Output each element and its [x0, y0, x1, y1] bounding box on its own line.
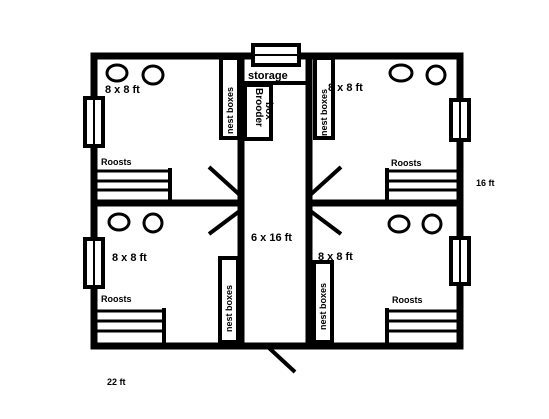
nest-box-top-left — [219, 56, 241, 140]
storage-label: storage — [248, 70, 288, 82]
hall-label: 6 x 16 ft — [251, 232, 292, 244]
nest-box-bottom-left — [218, 256, 240, 344]
door-top-left — [207, 165, 243, 198]
roosts-label-top-left: Roosts — [101, 157, 132, 167]
roosts-label-bottom-left: Roosts — [101, 294, 132, 304]
nest-boxes-label-bottom-right: nest boxes — [318, 283, 328, 330]
roosts-label-top-right: Roosts — [391, 158, 422, 168]
roosts-bottom-right — [385, 308, 458, 346]
nest-box-top-right — [313, 56, 335, 140]
room-label-top-left: 8 x 8 ft — [105, 84, 140, 96]
door-bottom-right — [307, 208, 343, 236]
brooder-box — [243, 83, 273, 141]
room-label-bottom-left: 8 x 8 ft — [112, 252, 147, 264]
roosts-bottom-left — [97, 308, 166, 346]
nest-boxes-label-bottom-left: nest boxes — [224, 285, 234, 332]
entrance-door — [266, 345, 297, 374]
brooder-label: Brooder box — [253, 88, 274, 130]
roosts-top-left — [97, 168, 172, 203]
feeders-top-left — [105, 63, 165, 86]
nest-box-bottom-right — [312, 260, 334, 344]
room-label-top-right: 8 x 8 ft — [328, 82, 363, 94]
nest-boxes-label-top-left: nest boxes — [225, 87, 235, 134]
door-top-right — [307, 165, 343, 198]
feeders-bottom-right — [387, 213, 443, 235]
feeders-top-right — [388, 63, 447, 86]
nest-boxes-label-top-right: nest boxes — [319, 89, 329, 136]
door-bottom-left — [207, 208, 243, 236]
feeders-bottom-left — [107, 212, 164, 234]
dimension-width: 22 ft — [107, 377, 126, 387]
roosts-top-right — [385, 168, 458, 203]
dimension-height: 16 ft — [476, 178, 495, 188]
roosts-label-bottom-right: Roosts — [392, 295, 423, 305]
room-label-bottom-right: 8 x 8 ft — [318, 251, 353, 263]
